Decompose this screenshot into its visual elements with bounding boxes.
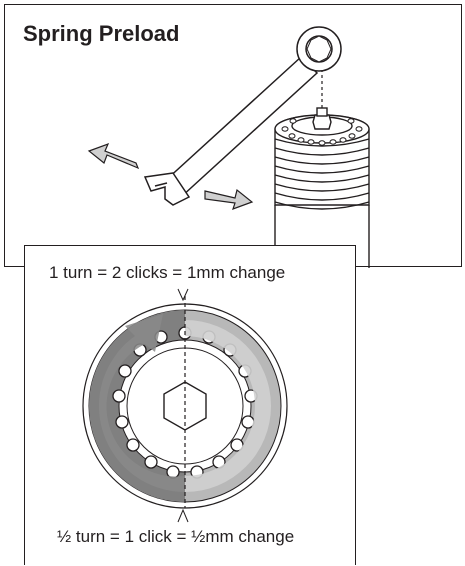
caption-pointer-bottom [177,508,189,523]
rotation-arrow-icon [98,314,271,492]
adjuster-detail-panel: 1 turn = 2 clicks = 1mm change [24,245,356,565]
rotate-left-arrow-icon [87,142,140,170]
page-title: Spring Preload [23,21,180,46]
wrench-illustration [87,26,370,268]
adjuster-diagram [82,288,288,523]
rotate-right-arrow-icon [204,188,254,210]
preload-adjuster-icon [274,107,370,268]
full-turn-caption: 1 turn = 2 clicks = 1mm change [49,263,286,282]
half-turn-caption: ½ turn = 1 click = ½mm change [57,527,295,546]
wrench-icon [143,26,342,206]
caption-pointer-top [177,288,189,302]
wrench-illustration-panel: Spring Preload [4,4,462,268]
